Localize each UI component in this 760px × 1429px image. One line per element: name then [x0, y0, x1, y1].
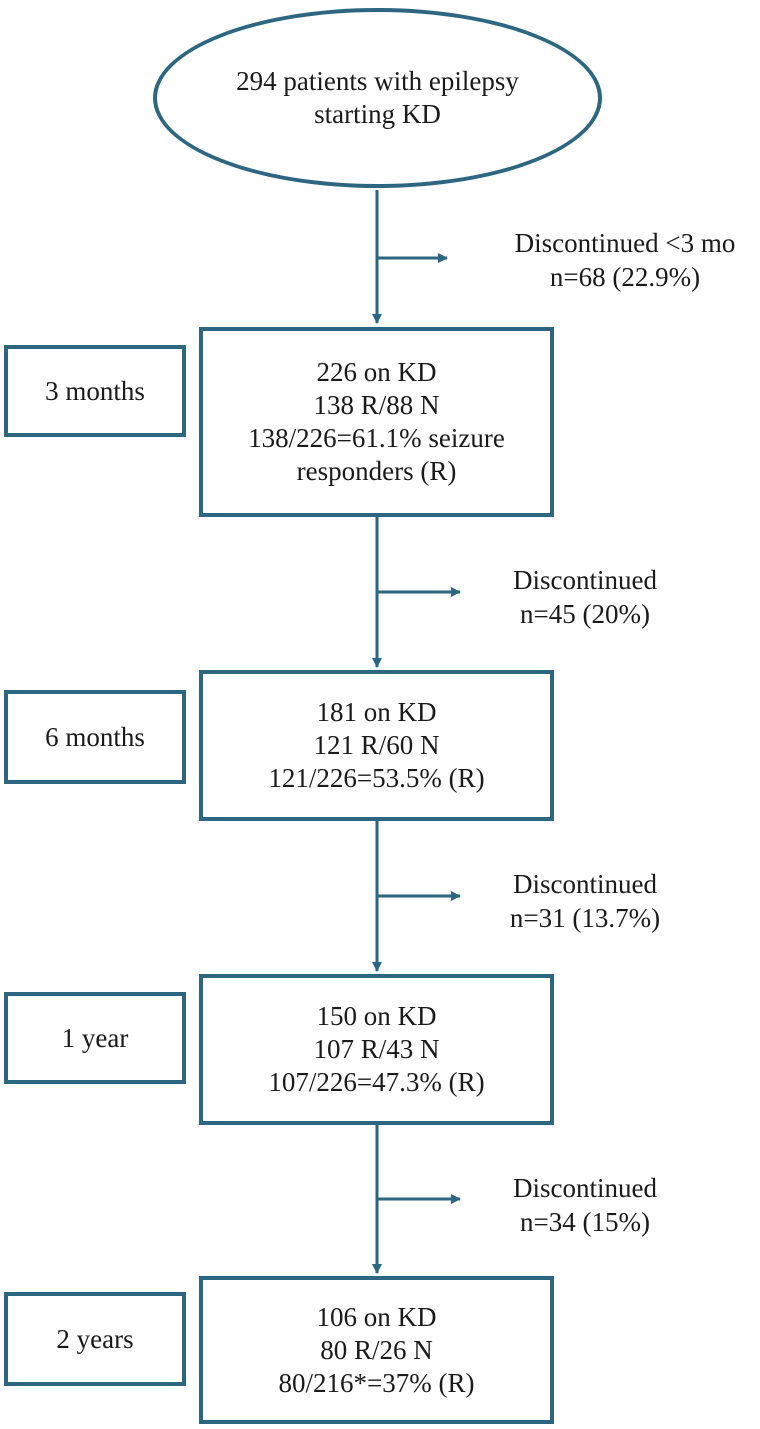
discontinued-count: n=34 (15%) [520, 1207, 650, 1237]
time-box-2-years: 2 years [4, 1292, 186, 1386]
discontinued-label: Discontinued [513, 1173, 657, 1203]
discontinued-note-1: Discontinued <3 mo n=68 (22.9%) [490, 226, 760, 294]
stage-line-2: 121 R/60 N [313, 730, 440, 760]
stage-line-3: 107/226=47.3% (R) [268, 1067, 485, 1097]
stage-box-6-months: 181 on KD 121 R/60 N 121/226=53.5% (R) [199, 670, 554, 821]
discontinued-count: n=45 (20%) [520, 599, 650, 629]
stage-line-4: responders (R) [296, 456, 457, 486]
discontinued-note-3: Discontinued n=31 (13.7%) [470, 867, 700, 935]
start-line-2: starting KD [314, 99, 441, 129]
stage-line-2: 107 R/43 N [313, 1034, 440, 1064]
time-box-3-months: 3 months [4, 345, 186, 437]
stage-line-2: 80 R/26 N [320, 1334, 433, 1365]
discontinued-count: n=31 (13.7%) [509, 903, 661, 933]
time-label: 6 months [45, 721, 145, 752]
time-box-1-year: 1 year [4, 992, 186, 1084]
time-label: 2 years [56, 1323, 134, 1354]
time-label: 3 months [45, 375, 145, 406]
discontinued-count: n=68 (22.9%) [549, 262, 701, 292]
stage-line-3: 138/226=61.1% seizure [248, 423, 505, 453]
stage-box-3-months: 226 on KD 138 R/88 N 138/226=61.1% seizu… [199, 327, 554, 517]
discontinued-label: Discontinued [513, 565, 657, 595]
stage-line-1: 181 on KD [316, 697, 437, 727]
time-box-6-months: 6 months [4, 690, 186, 784]
start-ellipse: 294 patients with epilepsy starting KD [153, 8, 602, 188]
stage-box-1-year: 150 on KD 107 R/43 N 107/226=47.3% (R) [199, 974, 554, 1125]
discontinued-note-2: Discontinued n=45 (20%) [470, 563, 700, 631]
discontinued-note-4: Discontinued n=34 (15%) [470, 1171, 700, 1239]
stage-line-3: 121/226=53.5% (R) [268, 763, 485, 793]
stage-line-1: 106 on KD [316, 1301, 437, 1332]
time-label: 1 year [61, 1022, 129, 1053]
stage-line-1: 226 on KD [316, 357, 437, 387]
discontinued-label: Discontinued <3 mo [514, 228, 736, 258]
start-line-1: 294 patients with epilepsy [236, 66, 519, 96]
stage-line-2: 138 R/88 N [313, 390, 440, 420]
discontinued-label: Discontinued [513, 869, 657, 899]
stage-line-3: 80/216*=37% (R) [278, 1367, 475, 1398]
stage-box-2-years: 106 on KD 80 R/26 N 80/216*=37% (R) [199, 1276, 554, 1424]
stage-line-1: 150 on KD [316, 1001, 437, 1031]
